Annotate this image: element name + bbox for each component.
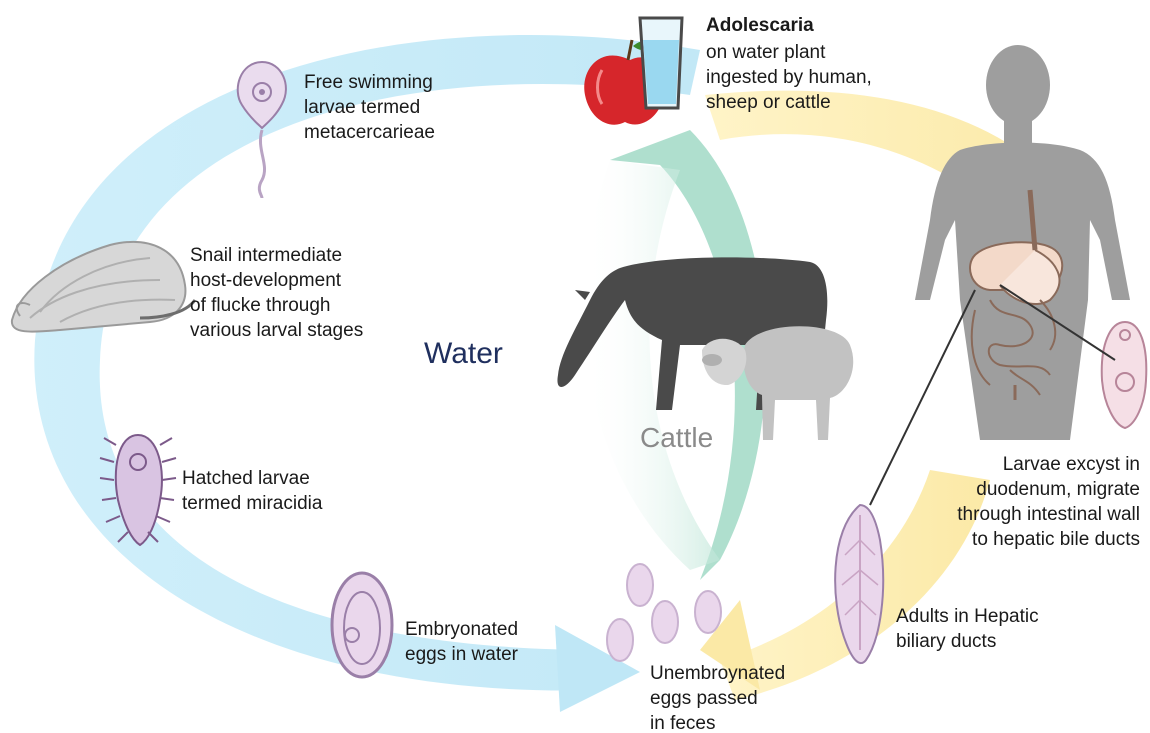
label-adolescaria-title: Adolescaria <box>706 13 814 38</box>
label-unembryonated: Unembroynated eggs passed in feces <box>650 661 785 733</box>
excysting-larva-icon <box>1102 322 1147 428</box>
label-snail: Snail intermediate host-development of f… <box>190 243 363 343</box>
snail-icon <box>12 242 195 332</box>
label-adults: Adults in Hepatic biliary ducts <box>896 604 1039 654</box>
water-glass-icon <box>640 18 682 108</box>
label-free-swimming: Free swimming larvae termed metacercarie… <box>304 70 435 145</box>
label-adolescaria-desc: on water plant ingested by human, sheep … <box>706 40 872 115</box>
sheep-icon <box>702 326 853 440</box>
label-water: Water <box>424 337 503 371</box>
embryonated-egg-icon <box>332 573 392 677</box>
label-hatched: Hatched larvae termed miracidia <box>182 466 322 516</box>
label-cattle: Cattle <box>640 422 713 454</box>
label-embryonated: Embryonated eggs in water <box>405 617 518 667</box>
label-excyst: Larvae excyst in duodenum, migrate throu… <box>900 452 1140 552</box>
